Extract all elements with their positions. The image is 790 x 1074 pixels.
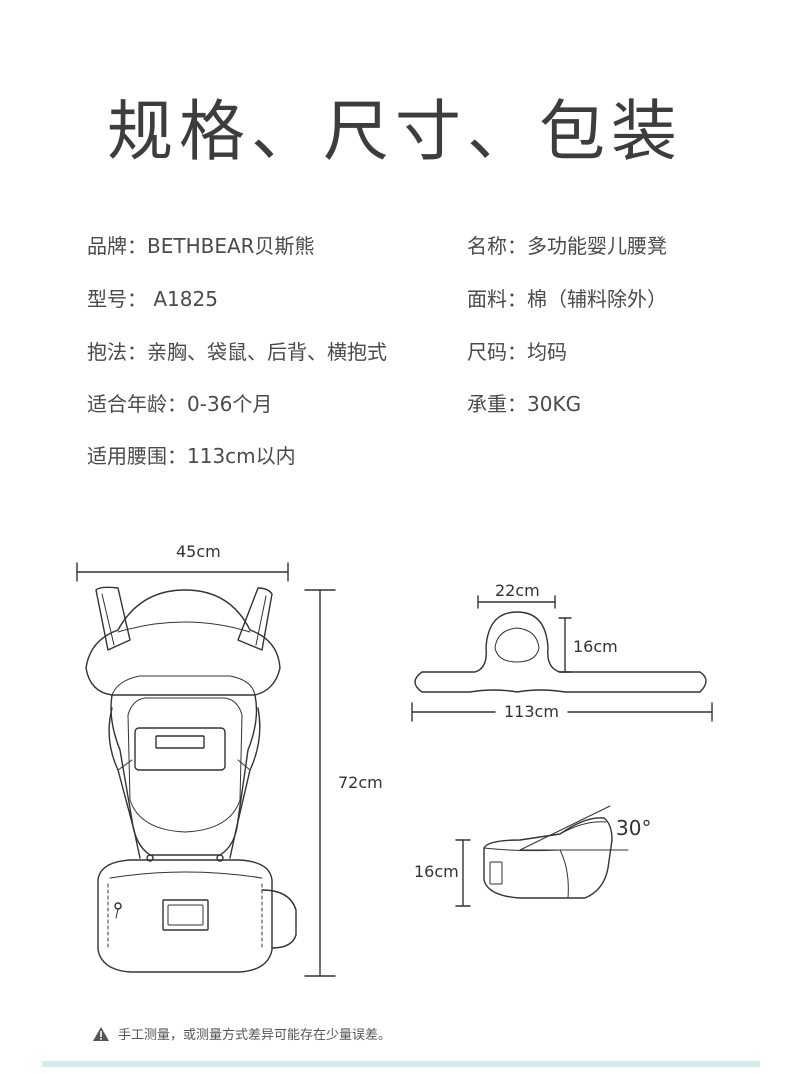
spec-carry-modes: 抱法：亲胸、袋鼠、后背、横抱式	[87, 336, 387, 365]
spec-value: 30KG	[527, 392, 582, 416]
measurement-note: 手工测量，或测量方式差异可能存在少量误差。	[92, 1024, 391, 1043]
baby-carrier-drawing	[85, 586, 297, 973]
measurement-note-text: 手工测量，或测量方式差异可能存在少量误差。	[118, 1028, 392, 1043]
spec-value: 多功能婴儿腰凳	[527, 234, 667, 258]
spec-key: 适合年龄：	[87, 392, 187, 416]
spec-key: 尺码：	[467, 340, 527, 364]
spec-name: 名称：多功能婴儿腰凳	[467, 230, 667, 259]
spec-load: 承重：30KG	[467, 388, 581, 417]
spec-brand: 品牌：BETHBEAR贝斯熊	[87, 230, 315, 259]
belt-head-width-label: 22cm	[495, 581, 540, 600]
spec-value: 亲胸、袋鼠、后背、横抱式	[147, 340, 387, 364]
page-title: 规格、尺寸、包装	[107, 93, 683, 170]
belt-length-label: 113cm	[504, 702, 559, 721]
spec-value: 棉（辅料除外）	[527, 287, 667, 311]
carrier-height-dimension-line	[304, 589, 336, 977]
warning-icon	[93, 1026, 109, 1041]
seat-height-label: 16cm	[414, 862, 459, 881]
spec-value: A1825	[147, 287, 218, 311]
spec-key: 适用腰围：	[87, 444, 187, 468]
spec-fabric: 面料：棉（辅料除外）	[467, 283, 667, 312]
spec-value: 均码	[527, 340, 567, 364]
seat-angle-label: 30°	[616, 816, 652, 840]
spec-key: 抱法：	[87, 340, 147, 364]
spec-waist: 适用腰围：113cm以内	[87, 440, 296, 469]
spec-age: 适合年龄：0-36个月	[87, 388, 272, 417]
bottom-accent-bar	[42, 1061, 760, 1067]
spec-value: 0-36个月	[187, 392, 273, 416]
carrier-width-label: 45cm	[176, 542, 221, 561]
carrier-width-dimension-line	[76, 562, 289, 582]
spec-value: BETHBEAR贝斯熊	[147, 234, 315, 258]
spec-key: 名称：	[467, 234, 527, 258]
spec-key: 品牌：	[87, 234, 147, 258]
spec-key: 承重：	[467, 392, 527, 416]
spec-size: 尺码：均码	[467, 336, 567, 365]
spec-key: 型号：	[87, 287, 147, 311]
carrier-height-label: 72cm	[338, 773, 383, 792]
spec-model: 型号： A1825	[87, 283, 218, 312]
spec-value: 113cm以内	[187, 444, 296, 468]
belt-head-height-label: 16cm	[573, 637, 618, 656]
belt-top-view-drawing	[411, 595, 713, 722]
spec-key: 面料：	[467, 287, 527, 311]
seat-side-view-drawing	[455, 805, 629, 907]
